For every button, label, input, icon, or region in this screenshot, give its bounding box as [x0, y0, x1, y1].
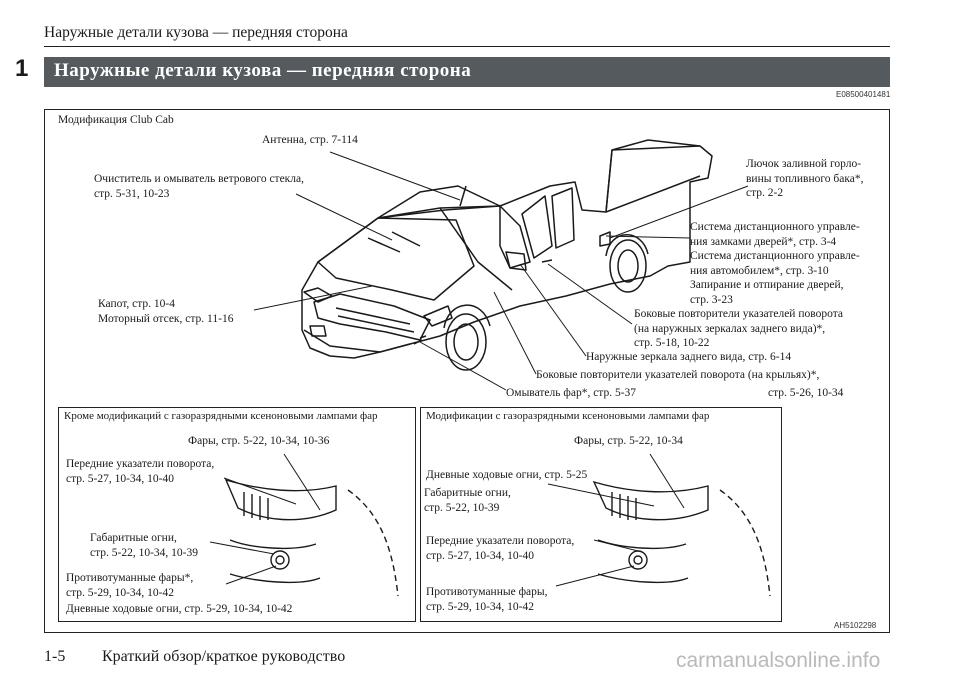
left-panel-title: Кроме модификаций с газоразрядными ксено…: [64, 410, 378, 422]
label-line: стр. 5-29, 10-34, 10-42: [66, 586, 175, 599]
label-line: Боковые повторители указателей поворота: [634, 308, 843, 320]
watermark: carmanualsonline.info: [676, 649, 881, 672]
right-subpanel: [420, 407, 782, 622]
label-fuel-flap: Лючок заливной горло- вины топливного ба…: [746, 157, 864, 201]
left-label-fog: Противотуманные фары*, стр. 5-29, 10-34,…: [66, 571, 193, 600]
label-remote-control: Система дистанционного управле- ния замк…: [690, 220, 860, 307]
footer-section: Краткий обзор/краткое руководство: [102, 648, 346, 665]
label-line: вины топливного бака*,: [746, 172, 864, 185]
label-antenna: Антенна, стр. 7-114: [262, 134, 358, 146]
label-line: Моторный отсек, стр. 11-16: [98, 312, 234, 325]
label-line: ния замками дверей*, стр. 3-4: [690, 235, 837, 248]
main-figure-caption: Модификация Club Cab: [58, 114, 174, 126]
label-line: стр. 5-22, 10-39: [424, 501, 500, 514]
label-line: Передние указатели поворота,: [426, 535, 575, 547]
label-line: Противотуманные фары*,: [66, 572, 194, 584]
label-line: Запирание и отпирание дверей,: [690, 279, 844, 291]
section-title: Наружные детали кузова — передняя сторон…: [54, 60, 472, 81]
left-label-position: Габаритные огни, стр. 5-22, 10-34, 10-39: [90, 531, 198, 560]
label-line: Очиститель и омыватель ветрового стекла,: [94, 173, 304, 185]
label-line: стр. 5-29, 10-34, 10-42: [426, 600, 535, 613]
label-line: стр. 3-23: [690, 293, 733, 306]
running-header: Наружные детали кузова — передняя сторон…: [44, 24, 348, 41]
label-line: Система дистанционного управле-: [690, 221, 860, 233]
label-line: (на наружных зеркалах заднего вида)*,: [634, 322, 826, 335]
left-label-headlights: Фары, стр. 5-22, 10-34, 10-36: [188, 435, 330, 447]
header-rule: [44, 46, 890, 47]
figure-frame: [44, 109, 890, 633]
right-panel-title: Модификации с газоразрядными ксеноновыми…: [426, 410, 710, 422]
label-mirror-repeaters: Боковые повторители указателей поворота …: [634, 307, 843, 351]
doc-code: E08500401481: [836, 90, 891, 99]
section-banner: Наружные детали кузова — передняя сторон…: [44, 57, 890, 87]
label-line: Лючок заливной горло-: [746, 158, 862, 170]
label-fender-repeaters: Боковые повторители указателей поворота …: [536, 369, 820, 381]
label-line: стр. 5-31, 10-23: [94, 187, 170, 200]
page-number: 1-5: [44, 648, 66, 665]
label-line: стр. 5-27, 10-34, 10-40: [66, 472, 175, 485]
label-line: Капот, стр. 10-4: [98, 298, 175, 310]
label-line: Габаритные огни,: [90, 532, 177, 544]
left-label-drl: Дневные ходовые огни, стр. 5-29, 10-34, …: [66, 603, 293, 615]
label-headlamp-washer: Омыватель фар*, стр. 5-37: [506, 387, 637, 399]
label-wiper-washer: Очиститель и омыватель ветрового стекла,…: [94, 172, 304, 201]
label-line: стр. 5-22, 10-34, 10-39: [90, 546, 199, 559]
figure-code: AH5102298: [834, 621, 877, 630]
label-fender-repeaters-pages: стр. 5-26, 10-34: [768, 387, 844, 399]
label-hood: Капот, стр. 10-4 Моторный отсек, стр. 11…: [98, 297, 233, 326]
label-line: стр. 5-18, 10-22: [634, 337, 710, 349]
label-mirrors: Наружные зеркала заднего вида, стр. 6-14: [586, 351, 792, 363]
right-label-turn: Передние указатели поворота, стр. 5-27, …: [426, 534, 574, 563]
label-line: Система дистанционного управле-: [690, 250, 860, 262]
label-line: Габаритные огни,: [424, 487, 511, 499]
right-label-headlights: Фары, стр. 5-22, 10-34: [574, 435, 683, 447]
label-line: ния автомобилем*, стр. 3-10: [690, 264, 829, 277]
label-line: стр. 2-2: [746, 187, 784, 199]
right-label-drl: Дневные ходовые огни, стр. 5-25: [426, 469, 588, 481]
label-line: стр. 5-27, 10-34, 10-40: [426, 549, 535, 562]
chapter-number: 1: [15, 55, 29, 82]
right-label-position: Габаритные огни, стр. 5-22, 10-39: [424, 486, 511, 515]
right-label-fog: Противотуманные фары, стр. 5-29, 10-34, …: [426, 585, 547, 614]
label-line: Противотуманные фары,: [426, 586, 548, 598]
left-label-turn: Передние указатели поворота, стр. 5-27, …: [66, 457, 214, 486]
label-line: Передние указатели поворота,: [66, 458, 215, 470]
left-subpanel: [58, 407, 416, 622]
